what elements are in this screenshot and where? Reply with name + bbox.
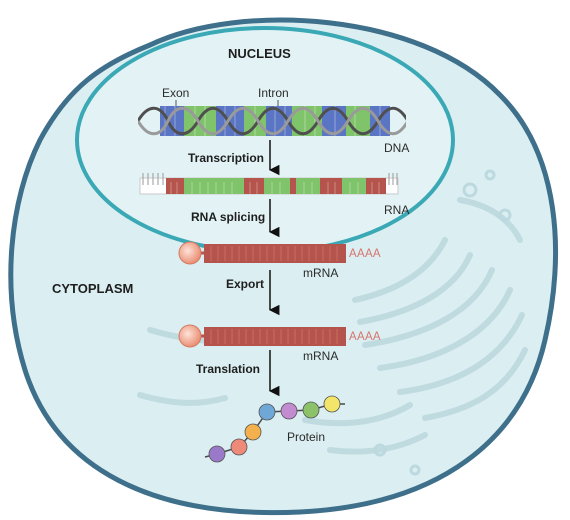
dna-intron-2: [244, 106, 266, 136]
pre-mrna: RNA: [139, 173, 409, 217]
rna-exon-5: [366, 178, 386, 194]
dna-strand-2: [138, 106, 406, 136]
mrna-nucleus-cap: [178, 241, 202, 265]
dna-helix: Exon Intron DNA: [138, 86, 409, 155]
protein-bead-2: [280, 402, 298, 420]
rna-exon-4: [320, 178, 342, 194]
mrna-nucleus: AAAA mRNA: [178, 241, 381, 280]
rna-exon-2: [244, 178, 264, 194]
cytoplasm-label: CYTOPLASM: [52, 281, 133, 296]
protein-bead-7: [208, 445, 226, 463]
protein-chain: Protein: [204, 395, 345, 463]
rna-intron-4: [342, 178, 366, 194]
intron-label: Intron: [258, 86, 289, 100]
mrna-nucleus-body: [204, 244, 346, 263]
protein-label: Protein: [287, 430, 325, 444]
protein-bead-4: [323, 395, 341, 413]
mrna-cytoplasm: AAAA mRNA: [178, 324, 381, 363]
mrna-nucleus-polyA: AAAA: [349, 248, 381, 260]
rna-intron-3: [296, 178, 320, 194]
protein-bead-1: [258, 403, 276, 421]
rna-exon-3: [290, 178, 296, 194]
dna-strand-1: [138, 106, 406, 136]
rna-label: RNA: [384, 203, 409, 217]
mrna-cytoplasm-polyA: AAAA: [349, 331, 381, 343]
protein-bead-5: [244, 423, 262, 441]
dna-exon-1: [160, 106, 184, 136]
step-export: Export: [226, 277, 264, 291]
organelle-background: [137, 197, 528, 455]
step-transcription: Transcription: [188, 151, 264, 165]
mrna-nucleus-label: mRNA: [303, 266, 338, 280]
rna-intron-2: [264, 178, 290, 194]
rna-exon-1: [166, 178, 184, 194]
step-translation: Translation: [196, 362, 260, 376]
rna-intron-1: [184, 178, 244, 194]
step-rna-splicing: RNA splicing: [191, 210, 265, 224]
mrna-cytoplasm-body: [204, 327, 346, 346]
dna-label: DNA: [384, 141, 409, 155]
nucleus-label: NUCLEUS: [228, 46, 291, 61]
vesicles: [373, 169, 512, 476]
mrna-cytoplasm-cap: [178, 324, 202, 348]
protein-bead-3: [302, 401, 320, 419]
protein-bead-6: [230, 438, 248, 456]
mrna-cytoplasm-label: mRNA: [303, 349, 338, 363]
exon-label: Exon: [162, 86, 189, 100]
